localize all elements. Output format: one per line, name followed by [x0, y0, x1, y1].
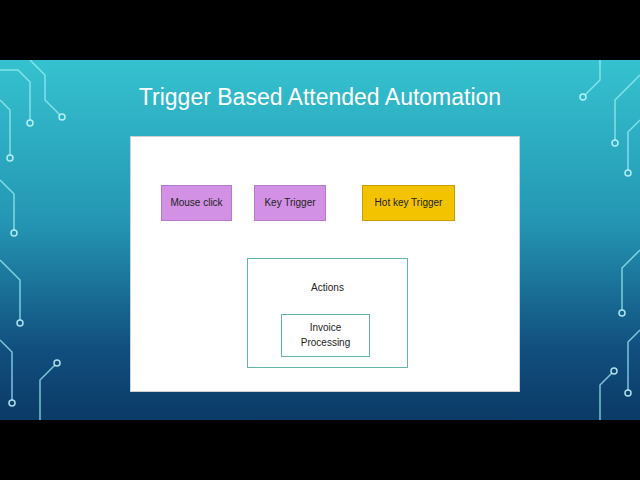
node-label: Hot key Trigger	[369, 196, 449, 211]
process-box: Hot key Trigger	[362, 185, 455, 221]
node-label: Actions	[248, 281, 407, 296]
process-box: Mouse click	[161, 185, 232, 221]
process-box: Key Trigger	[254, 185, 326, 221]
process-box: Invoice Processing	[281, 314, 370, 357]
group-box: ActionsInvoice Processing	[247, 258, 408, 368]
node-label: Key Trigger	[258, 196, 321, 211]
node-label: Invoice Processing	[289, 321, 363, 350]
slide-title: Trigger Based Attended Automation	[0, 84, 640, 111]
node-label: Mouse click	[164, 196, 228, 211]
